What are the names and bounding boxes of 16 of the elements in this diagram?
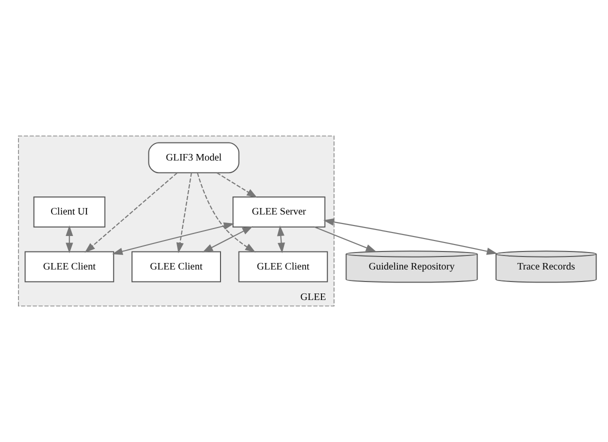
arrow <box>84 172 178 253</box>
arrow <box>314 226 376 252</box>
arrow <box>66 225 74 254</box>
arrow <box>202 226 253 252</box>
node-box: GLEE Client <box>238 251 328 282</box>
node-box: GLEE Client <box>24 251 114 282</box>
arrow <box>323 218 498 255</box>
arrow <box>112 222 234 255</box>
node-box: GLIF3 Model <box>148 142 240 174</box>
arrow <box>277 225 285 254</box>
arrow <box>196 172 256 252</box>
node-box: Client UI <box>33 196 106 228</box>
arrow <box>176 172 192 254</box>
node-box: GLEE Server <box>232 196 326 228</box>
node-box: GLEE Client <box>132 251 221 282</box>
arrow <box>216 172 258 198</box>
